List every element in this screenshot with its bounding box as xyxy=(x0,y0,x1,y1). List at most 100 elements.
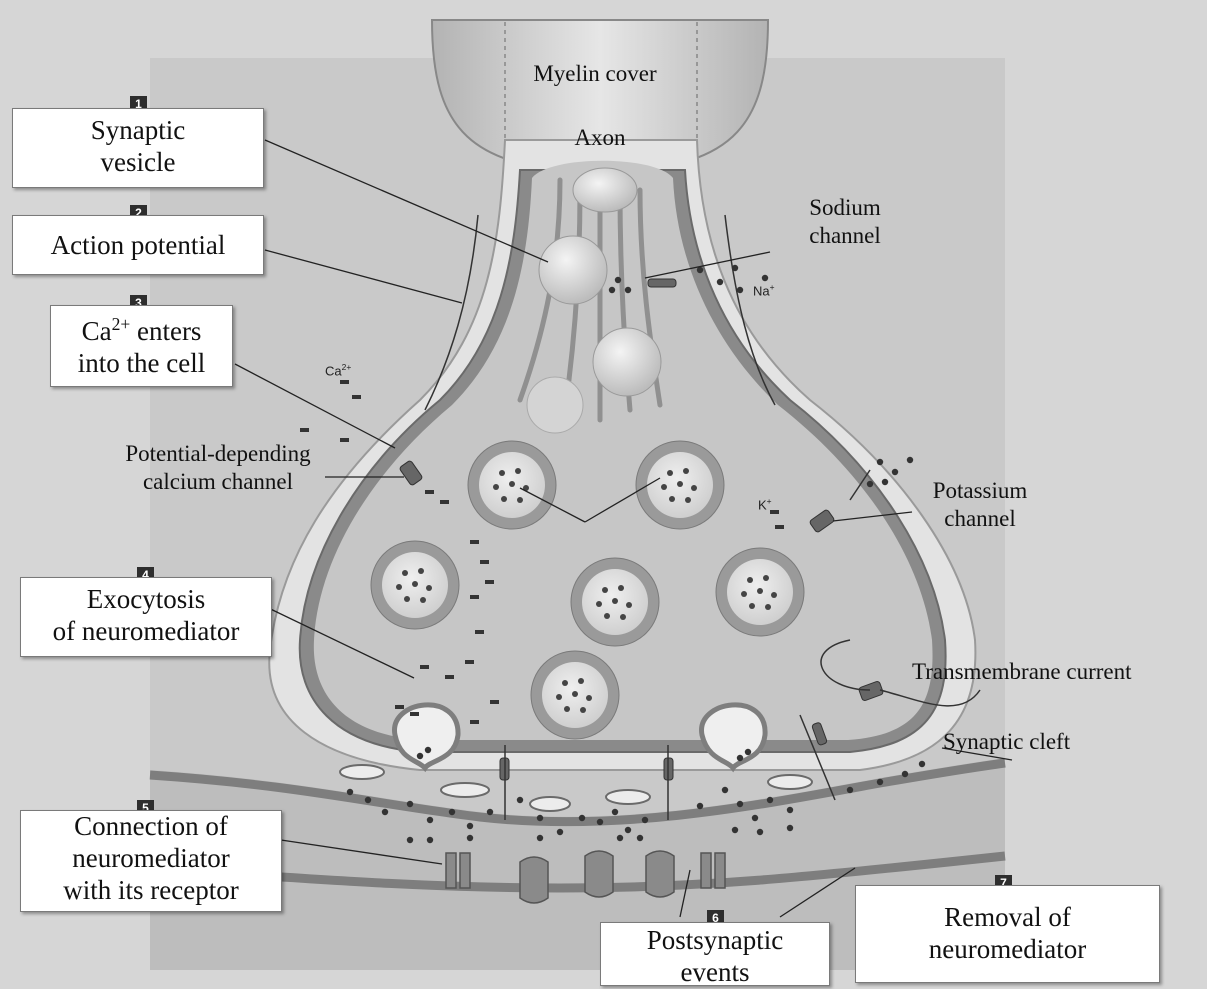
molecule-dot xyxy=(882,479,888,485)
molecule-dot xyxy=(557,829,563,835)
ion-dash xyxy=(490,700,499,704)
neurotransmitter-dot xyxy=(596,601,602,607)
molecule-dot xyxy=(382,809,388,815)
molecule-dot xyxy=(867,481,873,487)
molecule-dot xyxy=(737,801,743,807)
molecule-dot xyxy=(697,803,703,809)
neurotransmitter-dot xyxy=(572,691,578,697)
molecule-dot xyxy=(907,457,913,463)
neurotransmitter-dot xyxy=(765,604,771,610)
step-label-line: neuromediator xyxy=(21,843,281,875)
molecule-dot xyxy=(787,807,793,813)
step-label-line: neuromediator xyxy=(856,934,1159,966)
molecule-dot xyxy=(757,829,763,835)
molecule-dot xyxy=(597,819,603,825)
molecule-dot xyxy=(762,275,768,281)
step-label-action-potential: Action potential xyxy=(12,215,264,275)
step-label-line: vesicle xyxy=(13,147,263,179)
molecule-dot xyxy=(877,779,883,785)
neurotransmitter-dot xyxy=(517,497,523,503)
molecule-dot xyxy=(637,835,643,841)
neurotransmitter-dot xyxy=(404,596,410,602)
molecule-dot xyxy=(417,753,423,759)
neurotransmitter-dot xyxy=(602,587,608,593)
step-label-ca-enters: Ca2+ enters into the cell xyxy=(50,305,233,387)
molecule-dot xyxy=(537,835,543,841)
ion-dash xyxy=(395,705,404,709)
molecule-dot xyxy=(919,761,925,767)
molecule-dot xyxy=(717,279,723,285)
ion-dash xyxy=(445,675,454,679)
ion-label-sodium: Na+ xyxy=(753,282,775,298)
step-label-line: Postsynaptic xyxy=(601,925,829,957)
step-label-connection: Connection of neuromediator with its rec… xyxy=(20,810,282,912)
neurotransmitter-dot xyxy=(412,581,418,587)
ion-dash xyxy=(485,580,494,584)
label-myelin-cover: Myelin cover xyxy=(485,60,705,88)
molecule-dot xyxy=(612,809,618,815)
neurotransmitter-dot xyxy=(509,481,515,487)
label-synaptic-cleft: Synaptic cleft xyxy=(943,728,1118,756)
ion-dash xyxy=(352,395,361,399)
step-label-line: Connection of xyxy=(21,811,281,843)
molecule-dot xyxy=(427,817,433,823)
ion-dash xyxy=(475,630,484,634)
ion-symbol: K xyxy=(758,497,767,512)
neurotransmitter-dot xyxy=(418,568,424,574)
neurotransmitter-dot xyxy=(493,484,499,490)
molecule-dot xyxy=(697,267,703,273)
step-label-line: of neuromediator xyxy=(21,616,271,648)
ion-dash xyxy=(470,540,479,544)
enters-text: enters xyxy=(130,316,201,346)
neurotransmitter-dot xyxy=(763,575,769,581)
neurotransmitter-dot xyxy=(757,588,763,594)
step-label-line: Exocytosis xyxy=(21,584,271,616)
label-line: Potassium xyxy=(905,477,1055,505)
ion-symbol: Ca xyxy=(325,363,342,378)
ion-dash xyxy=(420,665,429,669)
label-potassium-channel: Potassium channel xyxy=(905,477,1055,532)
label-axon: Axon xyxy=(545,124,655,152)
neurotransmitter-dot xyxy=(612,598,618,604)
step-label-line: with its receptor xyxy=(21,875,281,907)
molecule-dot xyxy=(407,801,413,807)
molecule-dot xyxy=(902,771,908,777)
neurotransmitter-dot xyxy=(499,470,505,476)
label-line: channel xyxy=(775,222,915,250)
molecule-dot xyxy=(487,809,493,815)
step-label-removal: Removal of neuromediator xyxy=(855,885,1160,983)
molecule-dot xyxy=(625,827,631,833)
step-label-line: into the cell xyxy=(51,348,232,380)
label-line: Potential-depending xyxy=(88,440,348,468)
step-label-synaptic-vesicle: Synaptic vesicle xyxy=(12,108,264,188)
neurotransmitter-dot xyxy=(618,585,624,591)
ion-dash xyxy=(425,490,434,494)
label-calcium-channel: Potential-depending calcium channel xyxy=(88,440,348,495)
molecule-dot xyxy=(615,277,621,283)
molecule-dot xyxy=(427,837,433,843)
step-label-postsynaptic: Postsynaptic events xyxy=(600,922,830,986)
neurotransmitter-dot xyxy=(626,602,632,608)
neurotransmitter-dot xyxy=(564,706,570,712)
molecule-dot xyxy=(365,797,371,803)
molecule-dot xyxy=(347,789,353,795)
molecule-dot xyxy=(892,469,898,475)
molecule-dot xyxy=(847,787,853,793)
molecule-dot xyxy=(642,817,648,823)
molecule-dot xyxy=(517,797,523,803)
ion-label-calcium: Ca2+ xyxy=(325,362,351,378)
ion-dash xyxy=(440,500,449,504)
molecule-dot xyxy=(617,835,623,841)
neurotransmitter-dot xyxy=(501,496,507,502)
neurotransmitter-dot xyxy=(420,597,426,603)
ion-label-potassium: K+ xyxy=(758,496,772,512)
ion-dash xyxy=(340,380,349,384)
neurotransmitter-dot xyxy=(747,577,753,583)
neurotransmitter-dot xyxy=(661,484,667,490)
neurotransmitter-dot xyxy=(580,707,586,713)
ion-dash xyxy=(410,712,419,716)
label-line: Sodium xyxy=(775,194,915,222)
ion-dash xyxy=(465,660,474,664)
ion-charge: 2+ xyxy=(342,362,352,372)
neurotransmitter-dot xyxy=(691,485,697,491)
